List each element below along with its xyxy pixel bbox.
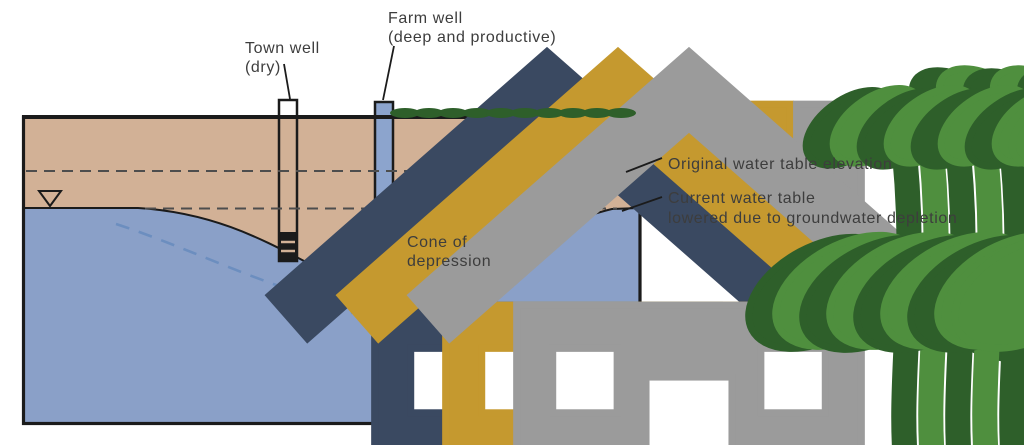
water-table-triangle-icon: [37, 190, 63, 208]
town-well-screen: [280, 232, 296, 261]
flow-arrow-left: [115, 222, 347, 308]
leader-town-well: [283, 63, 291, 100]
label-town-well-line1: Town well: [245, 40, 320, 57]
town-well-casing: [277, 98, 299, 263]
label-cone-line1: Cone of: [407, 234, 467, 251]
flow-arrowhead-right-pointing-icon: [350, 297, 368, 315]
label-farm-well-line2: (deep and productive): [388, 29, 556, 46]
label-town-well-line2: (dry): [245, 59, 281, 76]
leader-current-water-table: [621, 196, 663, 212]
leader-original-water-table: [625, 157, 663, 173]
leader-lines: [283, 45, 663, 212]
label-current-water-table-line2: lowered due to groundwater depletion: [668, 210, 957, 227]
labels: Town well (dry) Farm well (deep and prod…: [245, 10, 957, 270]
label-farm-well-line1: Farm well: [388, 10, 463, 27]
soil-mounds: [390, 108, 636, 118]
town-well: [277, 98, 299, 263]
label-cone-line2: depression: [407, 253, 491, 270]
crop-field: [390, 52, 1024, 445]
label-current-water-table-line1: Current water table: [668, 190, 815, 207]
town-well-cap: [279, 100, 297, 117]
label-original-water-table: Original water table elevation: [668, 156, 892, 173]
leader-farm-well: [382, 45, 395, 101]
